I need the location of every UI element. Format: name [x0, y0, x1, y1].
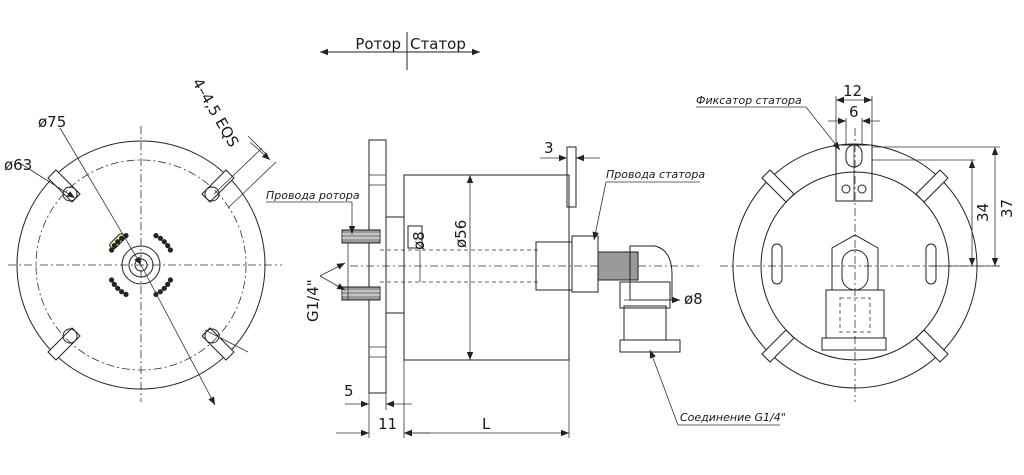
rotor-boss	[385, 216, 405, 314]
contact-dot	[165, 243, 171, 249]
stator-fixer-label: Фиксатор статора	[696, 94, 802, 107]
rotor-wires-label: Провода ротора	[266, 189, 360, 202]
dim-L: L	[482, 415, 491, 433]
dia-75-label: ø75	[38, 113, 66, 131]
main-body	[403, 174, 570, 361]
dim-56: ø56	[452, 220, 470, 248]
dim-3: 3	[544, 139, 554, 157]
rotor-flange	[368, 139, 387, 394]
dia-63-label: ø63	[4, 156, 32, 174]
contact-dot	[123, 233, 129, 239]
dim-34: 34	[974, 203, 992, 222]
contact-dot	[157, 235, 163, 241]
thread-label: G1/4"	[304, 279, 322, 322]
dim-8-shaft: ø8	[410, 231, 428, 250]
contact-dot	[161, 285, 167, 291]
contact-dot	[115, 285, 121, 291]
right-view: Фиксатор статора 12 6 34 37	[696, 82, 1016, 402]
contact-dot	[167, 277, 173, 283]
rotor-label: Ротор	[355, 35, 401, 53]
left-view: ø75 ø63 4–4,5 EQS	[4, 75, 282, 406]
stator-fitting	[535, 235, 681, 353]
contact-dot	[111, 243, 117, 249]
connection-label: Соединение G1/4"	[680, 411, 786, 424]
left-contact-dots	[109, 233, 173, 297]
contact-dot	[111, 281, 117, 287]
contact-dot	[109, 277, 115, 283]
dim-6: 6	[849, 103, 859, 121]
contact-dot	[115, 239, 121, 245]
contact-dot	[119, 235, 125, 241]
stator-wires-label: Провода статора	[606, 168, 705, 181]
dim-5: 5	[344, 382, 354, 400]
stator-label: Статор	[410, 35, 466, 53]
contact-dot	[165, 281, 171, 287]
contact-dot	[119, 289, 125, 295]
dim-37: 37	[998, 199, 1016, 218]
middle-view: 3 ø8 ø56 Провода ротора Провода статора …	[266, 139, 786, 438]
contact-dot	[157, 289, 163, 295]
contact-dot	[153, 233, 159, 239]
contact-dot	[109, 247, 115, 253]
contact-dot	[167, 247, 173, 253]
dim-12: 12	[843, 82, 862, 100]
stator-plate	[566, 146, 577, 208]
dim-11: 11	[378, 415, 397, 433]
eqs-label: 4–4,5 EQS	[189, 75, 243, 150]
rotor-stator-header: Ротор Статор	[320, 32, 480, 70]
contact-dot	[123, 291, 129, 297]
contact-dot	[161, 239, 167, 245]
dim-8-fitting: ø8	[684, 290, 703, 308]
